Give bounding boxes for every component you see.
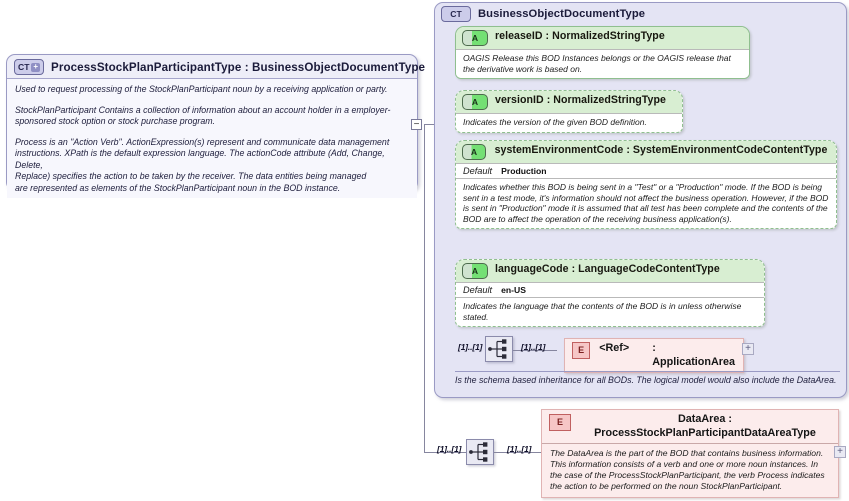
- attribute-icon-label: A: [471, 265, 479, 276]
- complextype-expand-badge[interactable]: +: [31, 62, 40, 72]
- element-icon: E: [549, 414, 571, 431]
- element-header: E <Ref> : ApplicationArea: [565, 339, 743, 372]
- panel-header: CT BusinessObjectDocumentType: [435, 3, 846, 24]
- attribute-icon-label: A: [471, 32, 479, 43]
- process-stockplan-participant-type-panel[interactable]: CT + ProcessStockPlanParticipantType : B…: [6, 54, 425, 198]
- attribute-body: Indicates the version of the given BOD d…: [456, 113, 682, 132]
- attribute-card-systemenvironmentcode[interactable]: A systemEnvironmentCode : SystemEnvironm…: [455, 140, 837, 230]
- attribute-icon-label: A: [470, 146, 478, 157]
- element-header: E DataArea : ProcessStockPlanParticipant…: [542, 410, 838, 443]
- complextype-icon: CT: [441, 6, 471, 22]
- applicationarea-expand-label: +: [745, 343, 751, 354]
- element-name: DataArea : ProcessStockPlanParticipantDa…: [594, 413, 816, 439]
- attribute-name: releaseID : NormalizedStringType: [495, 30, 665, 42]
- attribute-name: versionID : NormalizedStringType: [495, 94, 666, 106]
- complextype-icon-label: CT: [450, 8, 462, 19]
- doc-paragraph-3: Process is an "Action Verb". ActionExpre…: [15, 136, 390, 170]
- default-label: Default: [463, 285, 493, 295]
- connector-trunk-to-dataarea: [424, 452, 466, 453]
- sequence-left-cardinality: [1]..[1]: [458, 342, 483, 352]
- element-icon-label: E: [556, 417, 563, 427]
- attribute-doc: Indicates whether this BOD is being sent…: [463, 182, 829, 224]
- attribute-body: Default Production Indicates whether thi…: [456, 163, 836, 229]
- attribute-body: OAGIS Release this BOD Instances belongs…: [456, 49, 749, 79]
- default-value: Production: [501, 166, 547, 176]
- default-value: en-US: [501, 285, 526, 295]
- attribute-header: A versionID : NormalizedStringType: [456, 91, 682, 113]
- attribute-icon: A: [462, 30, 488, 46]
- element-doc: The DataArea is the part of the BOD that…: [542, 443, 838, 497]
- attribute-icon: A: [462, 94, 488, 110]
- doc-paragraph-1: Used to request processing of the StockP…: [15, 84, 388, 94]
- attribute-icon-label: A: [471, 96, 479, 107]
- collapse-toggle-label: −: [413, 119, 420, 130]
- element-card-dataarea[interactable]: E DataArea : ProcessStockPlanParticipant…: [541, 409, 839, 498]
- sequence-icon-glyph: [469, 442, 488, 462]
- sequence-icon-glyph: [488, 339, 507, 359]
- left-panel-documentation: Used to request processing of the StockP…: [7, 78, 417, 198]
- attribute-doc: OAGIS Release this BOD Instances belongs…: [456, 49, 749, 78]
- attribute-card-versionid[interactable]: A versionID : NormalizedStringType Indic…: [455, 90, 683, 133]
- attribute-card-releaseid[interactable]: A releaseID : NormalizedStringType OAGIS…: [455, 26, 750, 80]
- attribute-default-row: Default Production: [456, 163, 836, 179]
- attribute-icon: A: [462, 263, 488, 279]
- complextype-icon: CT +: [14, 59, 44, 75]
- sequence-icon[interactable]: [466, 439, 494, 465]
- connector-dataarea-sequence-to-element: [494, 452, 542, 453]
- element-type-label: : ApplicationArea: [652, 342, 735, 368]
- left-panel-header: CT + ProcessStockPlanParticipantType : B…: [7, 55, 425, 78]
- attribute-doc: Indicates the language that the contents…: [463, 301, 742, 322]
- attribute-header: A systemEnvironmentCode : SystemEnvironm…: [456, 141, 836, 163]
- sequence-icon[interactable]: [485, 336, 513, 362]
- connector-sequence-to-applicationarea: [513, 350, 557, 351]
- left-panel-title: ProcessStockPlanParticipantType : Busine…: [51, 60, 426, 74]
- panel-footer: Is the schema based inheritance for all …: [455, 371, 840, 387]
- attribute-icon: A: [462, 144, 486, 160]
- dataarea-left-cardinality: [1]..[1]: [437, 444, 462, 454]
- panel-footer-text: Is the schema based inheritance for all …: [455, 375, 837, 385]
- dataarea-expand-label: +: [837, 446, 843, 457]
- left-panel-collapse-toggle[interactable]: −: [411, 119, 422, 130]
- element-card-applicationarea[interactable]: E <Ref> : ApplicationArea: [564, 338, 744, 373]
- element-icon-label: E: [578, 345, 585, 355]
- applicationarea-expand-icon[interactable]: +: [742, 343, 754, 355]
- attribute-name: systemEnvironmentCode : SystemEnvironmen…: [494, 144, 828, 156]
- applicationarea-cardinality: [1]..[1]: [521, 342, 546, 352]
- doc-paragraph-2: StockPlanParticipant Contains a collecti…: [15, 104, 391, 127]
- panel-title: BusinessObjectDocumentType: [478, 8, 646, 20]
- dataarea-right-cardinality: [1]..[1]: [507, 444, 532, 454]
- attribute-header: A languageCode : LanguageCodeContentType: [456, 260, 764, 282]
- element-icon: E: [572, 342, 591, 359]
- default-label: Default: [463, 166, 493, 176]
- attribute-body: Default en-US Indicates the language tha…: [456, 282, 764, 327]
- complextype-icon-label: CT: [18, 61, 30, 72]
- attribute-header: A releaseID : NormalizedStringType: [456, 27, 749, 49]
- doc-paragraph-4: Replace) specifies the action to be take…: [15, 171, 367, 181]
- dataarea-expand-icon[interactable]: +: [834, 446, 846, 458]
- doc-paragraph-5: are represented as elements of the Stock…: [15, 182, 341, 193]
- attribute-card-languagecode[interactable]: A languageCode : LanguageCodeContentType…: [455, 259, 765, 328]
- connector-trunk-vertical: [424, 124, 425, 452]
- attribute-default-row: Default en-US: [456, 282, 764, 298]
- element-ref-label: <Ref>: [599, 342, 630, 354]
- attribute-doc: Indicates the version of the given BOD d…: [456, 113, 682, 132]
- attribute-name: languageCode : LanguageCodeContentType: [495, 263, 720, 275]
